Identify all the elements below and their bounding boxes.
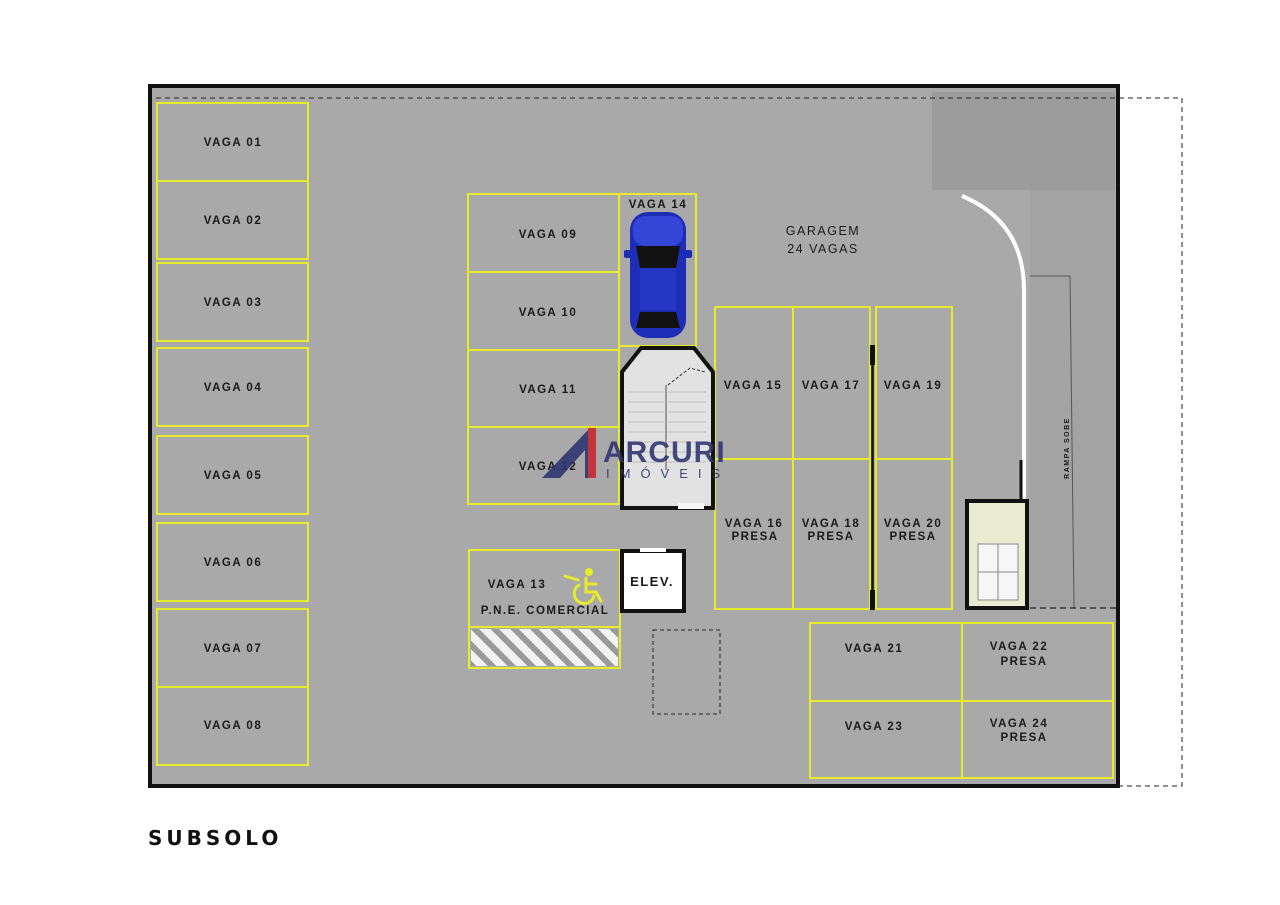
spot-24: [961, 700, 1114, 779]
spot-02: [156, 180, 309, 260]
spot-18-label: VAGA 18: [802, 518, 860, 530]
spot-08: [156, 686, 309, 766]
elevator: [620, 548, 686, 613]
spot-24-presa: PRESA: [1000, 732, 1047, 744]
ramp-curve: [961, 194, 1026, 500]
structural-column: [870, 345, 875, 365]
spot-04-label: VAGA 04: [204, 382, 262, 394]
staircase: [620, 346, 715, 510]
floor-title: SUBSOLO: [148, 826, 283, 850]
ramp-area: [1030, 190, 1115, 608]
hatched-access-area: [471, 629, 618, 666]
dashed-reserved-area: [652, 629, 721, 715]
spot-16-presa: PRESA: [731, 531, 778, 543]
spot-03-label: VAGA 03: [204, 297, 262, 309]
spot-10-label: VAGA 10: [519, 307, 577, 319]
spot-18-presa: PRESA: [807, 531, 854, 543]
ramp-area: [932, 92, 1115, 190]
car-icon: [624, 212, 692, 338]
spot-22-presa: PRESA: [1000, 656, 1047, 668]
spot-16-label: VAGA 16: [725, 518, 783, 530]
garage-capacity: 24 VAGAS: [787, 242, 859, 256]
spot-21-label: VAGA 21: [845, 643, 903, 655]
spot-05: [156, 435, 309, 515]
spot-22-label: VAGA 22: [990, 641, 1048, 653]
spot-06: [156, 522, 309, 602]
spot-06-label: VAGA 06: [204, 557, 262, 569]
spot-13-label: VAGA 13: [488, 579, 546, 591]
svg-text:IMÓVEIS: IMÓVEIS: [606, 466, 730, 481]
spot-18: [792, 458, 871, 610]
spot-20-presa: PRESA: [889, 531, 936, 543]
spot-20-label: VAGA 20: [884, 518, 942, 530]
spot-04: [156, 347, 309, 427]
garage-title: GARAGEM: [786, 224, 860, 238]
spot-14-label: VAGA 14: [629, 199, 687, 211]
structural-column: [870, 590, 875, 610]
property-boundary: [156, 97, 1183, 787]
accessible-label: P.N.E. COMERCIAL: [481, 605, 610, 617]
spot-17-label: VAGA 17: [802, 380, 860, 392]
spot-07-label: VAGA 07: [204, 643, 262, 655]
spot-11-label: VAGA 11: [519, 384, 577, 396]
spot-15-label: VAGA 15: [724, 380, 782, 392]
spot-23-label: VAGA 23: [845, 721, 903, 733]
arcuri-logo: ARCURI IMÓVEIS: [542, 428, 730, 481]
ramp-label: RAMPA SOBE: [1064, 417, 1071, 479]
svg-text:ARCURI: ARCURI: [603, 436, 726, 469]
ramp-edge: [1069, 275, 1075, 609]
wheelchair-icon: [563, 568, 603, 605]
spot-05-label: VAGA 05: [204, 470, 262, 482]
spot-09-label: VAGA 09: [519, 229, 577, 241]
spot-12: [467, 426, 620, 505]
spot-24-label: VAGA 24: [990, 718, 1048, 730]
spot-20: [875, 458, 953, 610]
spot-19-label: VAGA 19: [884, 380, 942, 392]
spot-08-label: VAGA 08: [204, 720, 262, 732]
spot-02-label: VAGA 02: [204, 215, 262, 227]
spot-03: [156, 262, 309, 342]
elevator-label: ELEV.: [630, 574, 674, 589]
spot-01-label: VAGA 01: [204, 137, 262, 149]
service-room: [965, 499, 1029, 610]
